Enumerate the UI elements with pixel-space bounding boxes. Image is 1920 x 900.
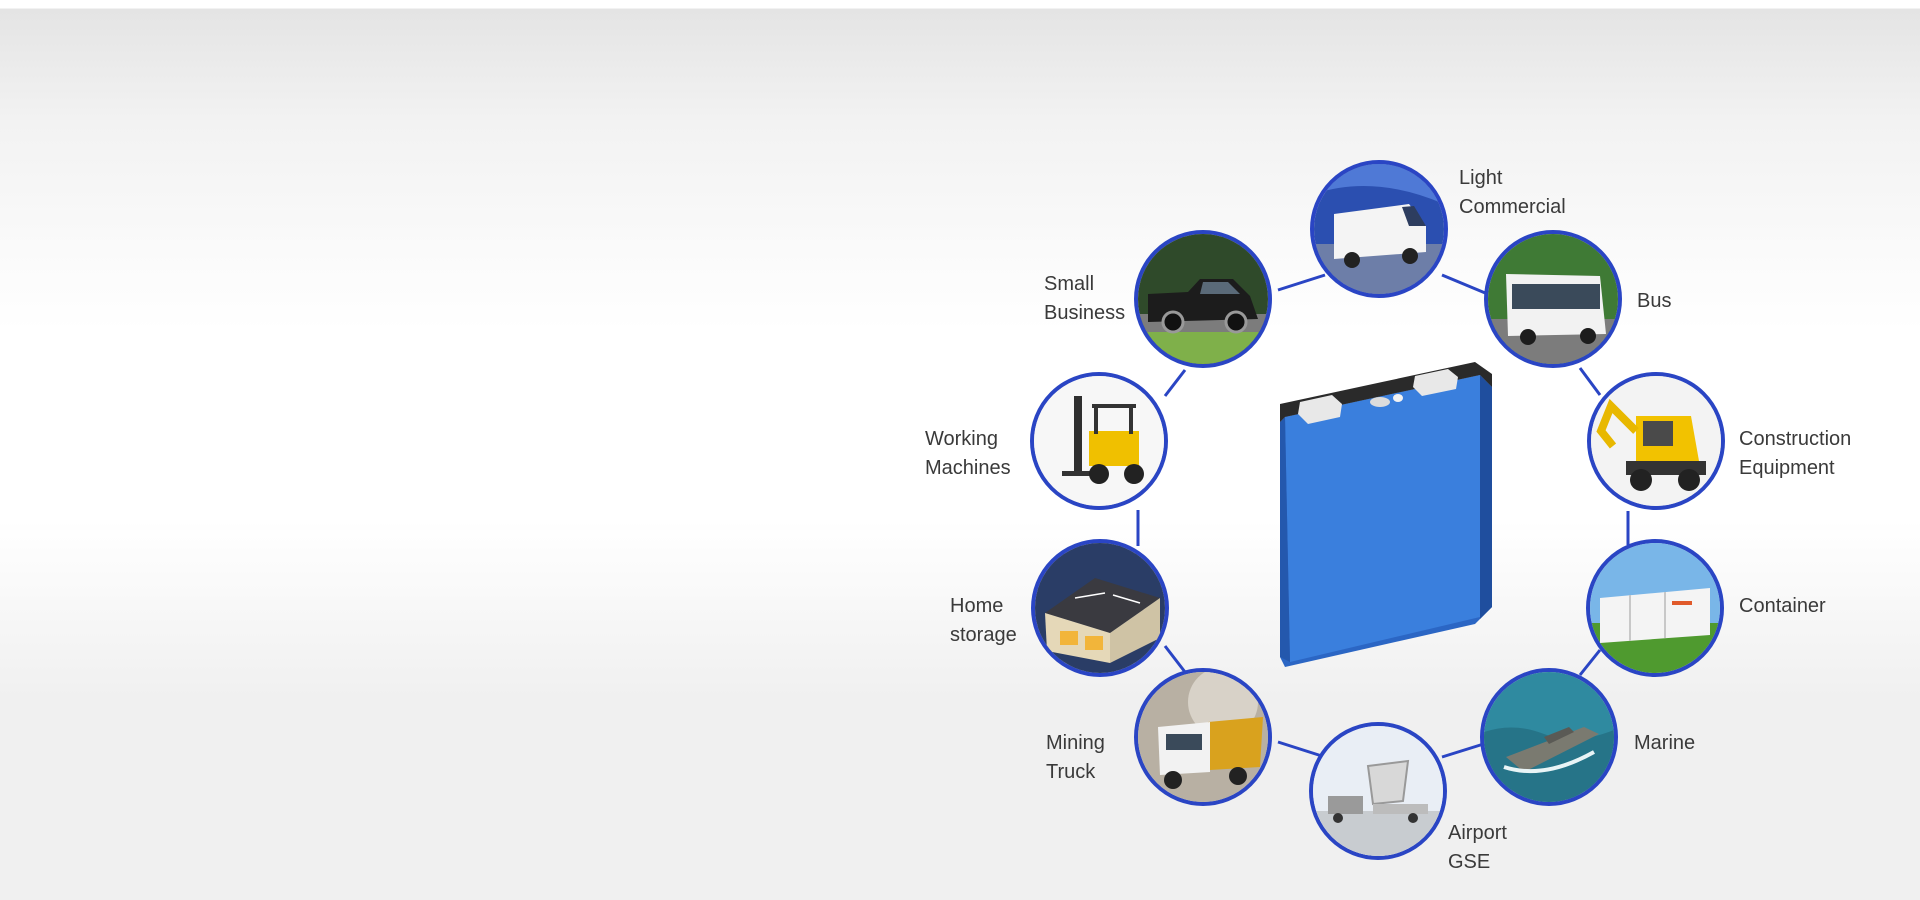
forklift-photo-icon: [1034, 376, 1164, 506]
application-label-airport-gse: Airport GSE: [1448, 822, 1507, 873]
application-node-bus: [1484, 230, 1622, 368]
application-node-construction-equipment: [1587, 372, 1725, 510]
excavator-photo-icon: [1591, 376, 1721, 506]
application-label-bus: Bus: [1637, 290, 1672, 312]
application-label-small-business: Small Business: [1044, 273, 1126, 324]
pickup-truck-photo-icon: [1138, 234, 1268, 364]
ship-photo-icon: [1484, 672, 1614, 802]
application-label-construction-equipment: Construction Equipment: [1739, 428, 1852, 479]
application-node-mining-truck: [1134, 668, 1272, 806]
container-photo-icon: [1590, 543, 1720, 673]
mining-truck-photo-icon: [1138, 672, 1268, 802]
application-node-small-business: [1134, 230, 1272, 368]
application-label-container: Container: [1739, 595, 1826, 617]
application-node-marine: [1480, 668, 1618, 806]
application-label-home-storage: Home storage: [950, 595, 1017, 646]
application-node-light-commercial: [1310, 160, 1448, 298]
application-label-mining-truck: Mining Truck: [1046, 732, 1105, 783]
application-node-airport-gse: [1309, 722, 1447, 860]
airport-vehicle-photo-icon: [1313, 726, 1443, 856]
application-label-working-machines: Working Machines: [925, 428, 1011, 479]
house-photo-icon: [1035, 543, 1165, 673]
application-label-marine: Marine: [1634, 732, 1696, 754]
application-node-working-machines: [1030, 372, 1168, 510]
van-photo-icon: [1314, 164, 1444, 294]
application-node-home-storage: [1031, 539, 1169, 677]
battery-cell-image: [1280, 362, 1492, 667]
bus-photo-icon: [1488, 234, 1618, 364]
application-node-container: [1586, 539, 1724, 677]
application-label-light-commercial: Light Commercial: [1459, 167, 1566, 218]
